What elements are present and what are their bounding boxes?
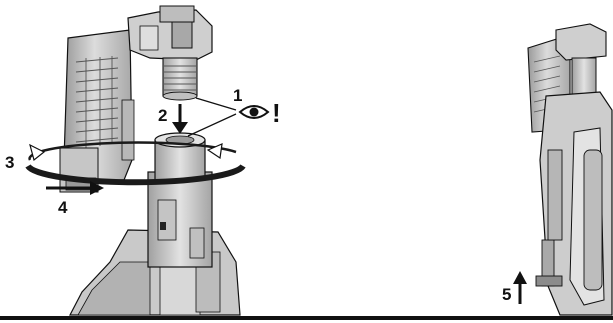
- step-label-lift: 5: [502, 285, 511, 304]
- step-label-insert: 2: [158, 106, 167, 125]
- arrow-right-icon: [46, 181, 104, 195]
- threaded-stem: [162, 57, 198, 101]
- eye-icon: [238, 105, 270, 119]
- exclamation-icon: !: [272, 98, 281, 128]
- step-label-inspect: 1: [233, 86, 242, 105]
- main-unit-assembly: [25, 5, 246, 316]
- inspection-leader-lines: [187, 97, 237, 137]
- assembled-unit: [527, 23, 613, 316]
- step-label-rotate: 3: [5, 153, 14, 172]
- rotation-arrow-icon: [29, 143, 223, 162]
- arrow-down-icon: [172, 104, 188, 134]
- vent-grid: [75, 56, 119, 148]
- arrow-up-icon: [513, 271, 527, 304]
- step-label-push: 4: [58, 198, 68, 217]
